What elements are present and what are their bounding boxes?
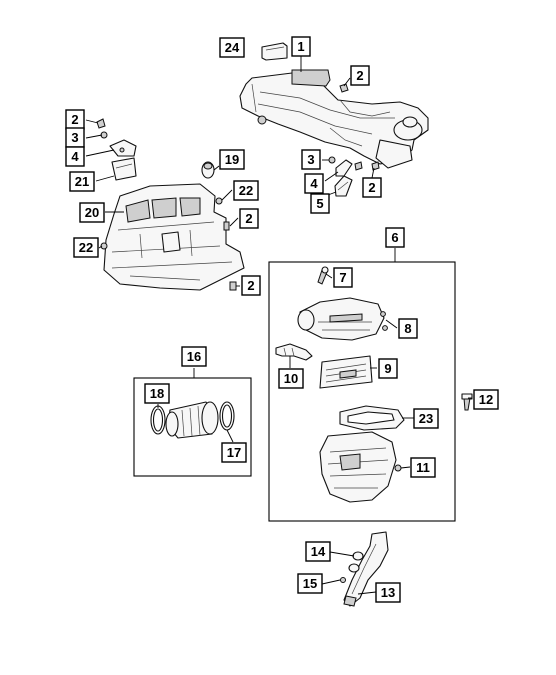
callout-18: 18: [144, 383, 170, 404]
svg-text:2: 2: [245, 211, 252, 226]
svg-text:12: 12: [479, 392, 493, 407]
callout-4: 4: [65, 146, 85, 167]
svg-text:2: 2: [71, 112, 78, 127]
part-9-filter-element: [319, 355, 373, 389]
part-3-grommet-mid: [328, 156, 336, 164]
callout-2: 2: [362, 177, 382, 198]
part-20-duct-housing: [103, 183, 245, 291]
callout-14: 14: [305, 541, 331, 562]
svg-text:15: 15: [303, 576, 317, 591]
svg-text:14: 14: [311, 544, 326, 559]
svg-text:9: 9: [384, 361, 391, 376]
svg-text:23: 23: [419, 411, 433, 426]
leader-lines: [85, 56, 472, 595]
svg-text:20: 20: [85, 205, 99, 220]
callout-12: 12: [473, 389, 499, 410]
svg-text:2: 2: [247, 278, 254, 293]
part-19-grommet: [201, 161, 215, 179]
part-4-bracket-left: [109, 139, 137, 157]
callout-3: 3: [301, 149, 321, 170]
part-11-lower-airbox: [319, 431, 402, 503]
svg-text:3: 3: [71, 130, 78, 145]
svg-text:11: 11: [416, 460, 430, 475]
part-18-clamp: [150, 405, 166, 435]
callout-2: 2: [239, 208, 259, 229]
callout-7: 7: [333, 267, 353, 288]
part-21-filter-pad: [111, 157, 137, 181]
callouts: 24 1 2 2 3 4 21 19 3 4 2 5 22 20 2 22 2 …: [65, 36, 499, 603]
callout-22: 22: [73, 237, 99, 258]
callout-22: 22: [233, 180, 259, 201]
svg-text:2: 2: [356, 68, 363, 83]
part-8-airbox-cover: [297, 297, 388, 341]
callout-15: 15: [297, 573, 323, 594]
assembly-6-frame: [268, 248, 456, 522]
callout-17: 17: [221, 442, 247, 463]
part-5-seal: [334, 175, 353, 197]
part-12-bolt: [461, 393, 473, 411]
callout-13: 13: [375, 582, 401, 603]
part-2-clip-left: [96, 118, 106, 129]
part-4-bracket-mid: [335, 159, 353, 177]
svg-text:4: 4: [310, 176, 318, 191]
part-2-clip-mid: [354, 161, 380, 171]
callout-20: 20: [79, 202, 105, 223]
svg-text:8: 8: [404, 321, 411, 336]
callout-9: 9: [378, 358, 398, 379]
svg-text:2: 2: [368, 180, 375, 195]
callout-5: 5: [310, 193, 330, 214]
callout-8: 8: [398, 318, 418, 339]
svg-text:10: 10: [284, 371, 298, 386]
part-10-hose: [275, 343, 313, 361]
svg-text:19: 19: [225, 152, 239, 167]
callout-1: 1: [291, 36, 311, 57]
callout-2: 2: [65, 109, 85, 130]
part-14-grommet: [348, 551, 364, 573]
callout-19: 19: [219, 149, 245, 170]
svg-text:4: 4: [71, 149, 79, 164]
callout-6: 6: [385, 227, 405, 248]
svg-text:3: 3: [307, 152, 314, 167]
svg-text:22: 22: [79, 240, 93, 255]
svg-text:24: 24: [225, 40, 240, 55]
part-2-clip-upper: [339, 83, 349, 93]
svg-text:22: 22: [239, 183, 253, 198]
svg-text:21: 21: [75, 174, 89, 189]
callout-21: 21: [69, 171, 95, 192]
part-7-screw: [317, 266, 329, 285]
part-23-seal: [339, 405, 405, 431]
part-2-fastener-lower: [229, 281, 237, 291]
svg-text:5: 5: [316, 196, 323, 211]
part-22-clip-left: [100, 242, 108, 250]
callout-23: 23: [413, 408, 439, 429]
callout-11: 11: [410, 457, 436, 478]
part-15-clip: [340, 577, 346, 583]
part-1-air-duct: [239, 69, 429, 169]
part-24-pad: [261, 42, 288, 61]
svg-text:7: 7: [339, 270, 346, 285]
callout-2: 2: [350, 65, 370, 86]
svg-text:13: 13: [381, 585, 395, 600]
svg-text:1: 1: [297, 39, 304, 54]
svg-text:16: 16: [187, 349, 201, 364]
part-13-duct: [343, 531, 389, 607]
callout-2: 2: [241, 275, 261, 296]
svg-text:18: 18: [150, 386, 164, 401]
svg-text:6: 6: [391, 230, 398, 245]
callout-4: 4: [304, 173, 324, 194]
callout-16: 16: [181, 346, 207, 367]
part-2-fastener-mid: [223, 221, 230, 231]
callout-24: 24: [219, 37, 245, 58]
callout-10: 10: [278, 368, 304, 389]
part-17-clamp: [219, 401, 235, 431]
callout-3: 3: [65, 127, 85, 148]
part-16-coupler: [165, 401, 219, 439]
svg-text:17: 17: [227, 445, 241, 460]
assembly-16-frame: [133, 368, 252, 477]
part-22-clip-upper: [215, 197, 223, 205]
